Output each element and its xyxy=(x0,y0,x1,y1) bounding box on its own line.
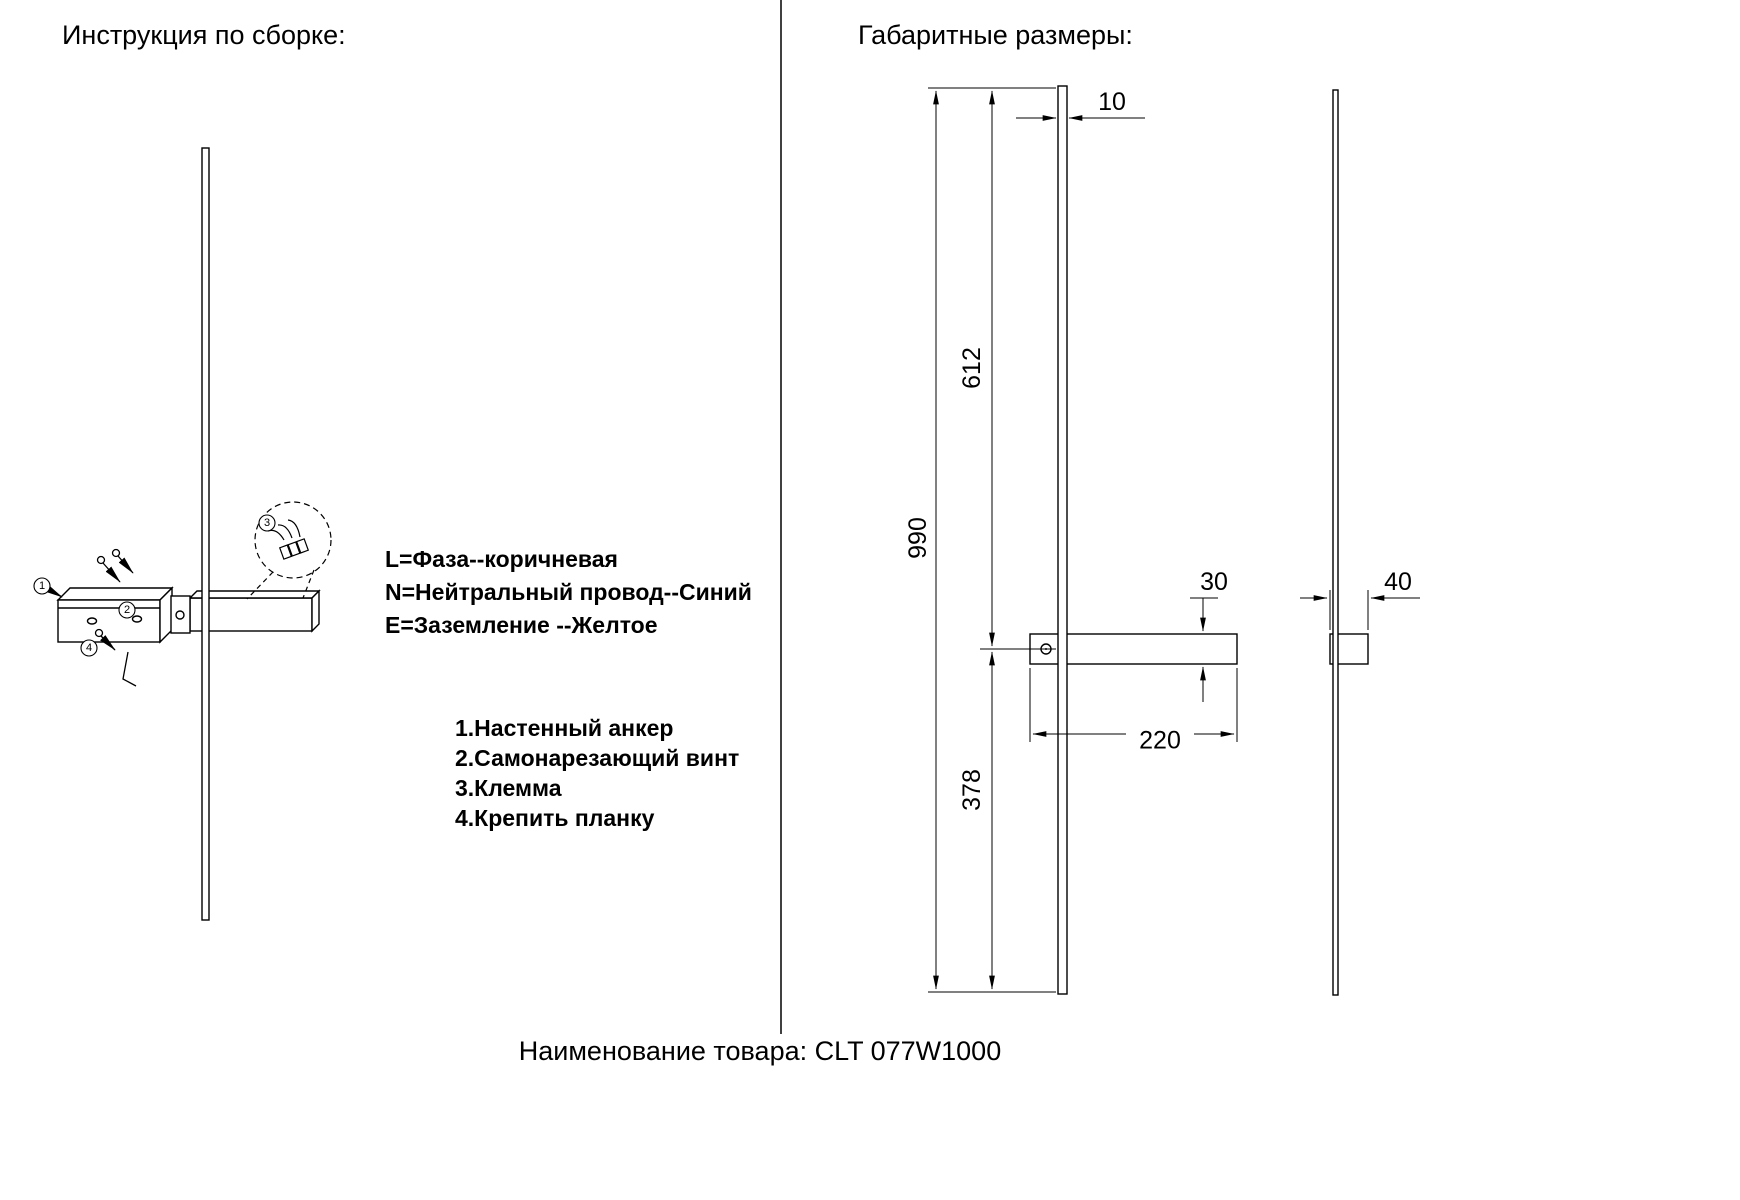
tube-front xyxy=(1057,85,1068,995)
dim-label-378: 378 xyxy=(958,769,986,811)
tube-side xyxy=(1332,89,1339,996)
assembly-drawing: 1 2 3 4 xyxy=(33,147,332,921)
dim-label-10: 10 xyxy=(1098,88,1126,116)
lamp-tube xyxy=(201,147,210,921)
terminal-block xyxy=(278,538,310,560)
part-item-screw: 2.Самонарезающий винт xyxy=(455,745,740,771)
dim-lower-height: 378 xyxy=(958,651,995,990)
side-view xyxy=(1329,89,1369,996)
assembly-title: Инструкция по сборке: xyxy=(62,20,346,50)
wiring-line-phase: L=Фаза--коричневая xyxy=(385,546,618,572)
dim-upper-height: 612 xyxy=(958,90,1056,650)
terminal-callout xyxy=(246,501,332,600)
dim-tube-width: 10 xyxy=(1016,88,1145,121)
parts-list: 1.Настенный анкер 2.Самонарезающий винт … xyxy=(455,713,739,833)
wire xyxy=(277,524,293,539)
dimension-drawing: 990 612 378 10 xyxy=(904,85,1420,996)
callout-number-1: 1 xyxy=(39,580,45,592)
hex-key xyxy=(122,651,137,687)
part-item-anchor: 1.Настенный анкер xyxy=(455,715,674,741)
callout-markers: 1 2 3 4 xyxy=(33,514,276,657)
lamp-housing xyxy=(170,589,321,634)
dim-depth: 40 xyxy=(1300,568,1420,630)
dim-bracket-length: 220 xyxy=(1029,668,1238,755)
wire xyxy=(267,529,285,541)
wall-bracket xyxy=(56,586,174,644)
dim-label-220: 220 xyxy=(1139,727,1181,755)
part-item-clamp: 3.Клемма xyxy=(455,775,562,801)
dim-bracket-height: 30 xyxy=(1190,568,1228,702)
dim-label-612: 612 xyxy=(958,347,986,389)
wire xyxy=(287,519,301,538)
product-name-label: Наименование товара: CLT 077W1000 xyxy=(518,1036,1002,1066)
fasteners xyxy=(45,548,137,687)
dimensions-title: Габаритные размеры: xyxy=(858,20,1133,50)
wiring-legend: L=Фаза--коричневая N=Нейтральный провод-… xyxy=(385,543,752,642)
wiring-line-ground: E=Заземление --Желтое xyxy=(385,612,658,638)
part-item-bar: 4.Крепить планку xyxy=(455,805,655,831)
dim-label-40: 40 xyxy=(1384,568,1412,596)
callout-number-3: 3 xyxy=(264,517,270,529)
dim-label-30: 30 xyxy=(1200,568,1228,596)
wiring-line-neutral: N=Нейтральный провод--Синий xyxy=(385,579,752,605)
front-view xyxy=(1029,85,1238,995)
callout-number-2: 2 xyxy=(124,604,130,616)
dim-total-height: 990 xyxy=(904,87,1056,993)
dim-label-990: 990 xyxy=(904,517,932,559)
callout-number-4: 4 xyxy=(86,642,92,654)
